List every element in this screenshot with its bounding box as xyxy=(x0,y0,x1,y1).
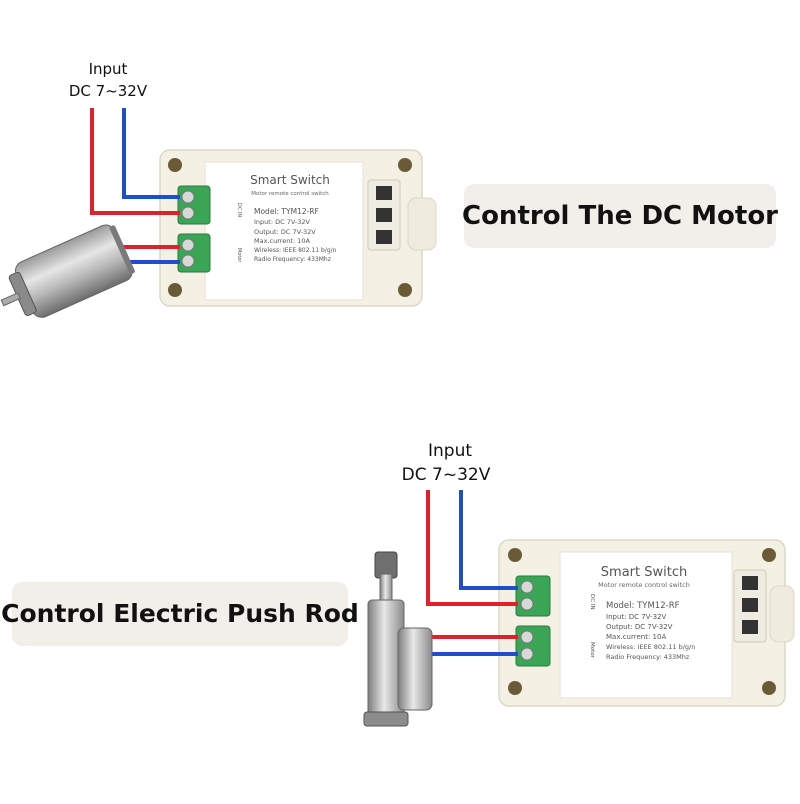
top-mount-hole-icon xyxy=(398,283,412,297)
top-mount-hole-icon xyxy=(168,283,182,297)
top-spec-line: Model: TYM12-RF xyxy=(254,207,319,216)
top-spec-line: Output: DC 7V-32V xyxy=(254,228,316,236)
bottom-input-title: Input xyxy=(428,441,472,461)
bottom-module-subtitle: Motor remote control switch xyxy=(598,581,690,589)
top-mount-hole-icon xyxy=(398,158,412,172)
top-spec-line: Wireless: IEEE 802.11 b/g/n xyxy=(254,247,337,254)
bottom-input-wire-negative xyxy=(459,490,518,590)
bottom-input-voltage: DC 7~32V xyxy=(402,465,491,485)
top-module-button xyxy=(376,230,392,244)
screw-icon xyxy=(520,580,534,594)
top-input-title: Input xyxy=(89,60,128,78)
bottom-spec-line: Wireless: IEEE 802.11 b/g/n xyxy=(606,643,695,651)
bottom-input-wire-positive xyxy=(426,490,518,606)
top-terminal-block-motor xyxy=(177,233,211,273)
bottom-terminal-label-motor: Motor xyxy=(589,642,595,659)
top-mount-hole-icon xyxy=(168,158,182,172)
bottom-module-mount-tab xyxy=(769,585,795,643)
bottom-spec-line: Max.current: 10A xyxy=(606,633,666,641)
bottom-smart-switch-module: Smart Switch Motor remote control switch… xyxy=(498,539,795,707)
bottom-module-button xyxy=(742,576,758,590)
screw-icon xyxy=(520,647,534,661)
top-module-button xyxy=(376,208,392,222)
top-module-button xyxy=(376,186,392,200)
bottom-module-button xyxy=(742,598,758,612)
top-spec-line: Input: DC 7V-32V xyxy=(254,218,311,226)
bottom-spec-line: Input: DC 7V-32V xyxy=(606,613,666,621)
bottom-spec-line: Model: TYM12-RF xyxy=(606,601,680,611)
electric-push-rod-icon xyxy=(363,551,433,727)
bottom-mount-hole-icon xyxy=(508,681,522,695)
top-smart-switch-module: Smart Switch Motor remote control switch… xyxy=(159,149,437,307)
bottom-module-title: Smart Switch xyxy=(601,565,687,580)
top-terminal-label-motor: Motor xyxy=(236,248,242,263)
screw-icon xyxy=(181,254,195,268)
bottom-terminal-label-dc-in: DC IN xyxy=(589,594,595,610)
top-module-mount-tab xyxy=(407,197,437,251)
top-caption-box xyxy=(464,184,776,248)
screw-icon xyxy=(181,190,195,204)
bottom-mount-hole-icon xyxy=(762,681,776,695)
top-diagram: Input DC 7~32V Smart Switch Motor remote… xyxy=(0,60,437,318)
bottom-mount-hole-icon xyxy=(508,548,522,562)
top-input-voltage: DC 7~32V xyxy=(69,82,148,100)
top-spec-line: Max.current: 10A xyxy=(254,237,310,245)
bottom-mount-hole-icon xyxy=(762,548,776,562)
bottom-spec-line: Radio Frequency: 433Mhz xyxy=(606,653,690,661)
bottom-module-button xyxy=(742,620,758,634)
bottom-terminal-block-motor xyxy=(515,625,551,667)
top-input-wire-negative xyxy=(122,108,180,199)
bottom-caption: Control Electric Push Rod xyxy=(1,599,359,628)
screw-icon xyxy=(181,238,195,252)
screw-icon xyxy=(520,597,534,611)
screw-icon xyxy=(181,206,195,220)
top-caption: Control The DC Motor xyxy=(462,201,778,231)
bottom-diagram: Input DC 7~32V Smart Switch Motor remote… xyxy=(363,441,795,727)
top-input-wire-positive xyxy=(90,108,180,215)
bottom-module-label-panel xyxy=(559,551,733,699)
top-terminal-label-dc-in: DC IN xyxy=(236,203,242,217)
top-spec-line: Radio Frequency: 433Mhz xyxy=(254,256,331,263)
top-terminal-block-dc-in xyxy=(177,185,211,225)
screw-icon xyxy=(520,630,534,644)
bottom-caption-box xyxy=(12,582,348,646)
bottom-terminal-block-dc-in xyxy=(515,575,551,617)
top-module-subtitle: Motor remote control switch xyxy=(251,191,329,197)
dc-motor-icon xyxy=(0,224,135,318)
top-module-title: Smart Switch xyxy=(250,173,330,187)
bottom-spec-line: Output: DC 7V-32V xyxy=(606,623,673,631)
top-module-label-panel xyxy=(204,161,364,301)
